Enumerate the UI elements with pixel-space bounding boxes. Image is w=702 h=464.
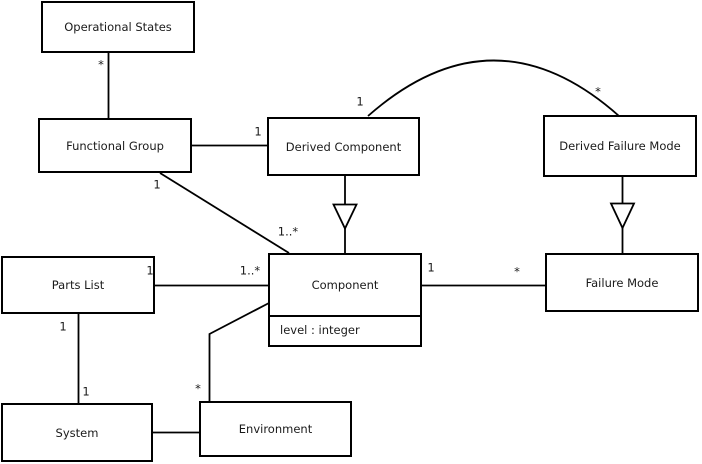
class-box-environment: Environment xyxy=(199,401,352,457)
class-name-failure-mode: Failure Mode xyxy=(585,275,659,290)
multiplicity-component-end-from-parts-list: 1..* xyxy=(239,263,261,278)
edge-component-environment xyxy=(208,302,270,401)
class-box-operational-states: Operational States xyxy=(41,1,195,53)
multiplicity-failure-mode-end: * xyxy=(514,264,520,279)
multiplicity-component-end-to-failure-mode: 1 xyxy=(427,260,435,275)
class-box-component: Component level : integer xyxy=(268,253,422,347)
class-attribute-compartment: level : integer xyxy=(270,315,420,343)
class-box-system: System xyxy=(1,403,153,462)
class-name-functional-group: Functional Group xyxy=(66,138,164,153)
class-name-component: Component xyxy=(311,278,379,292)
multiplicity-functional-group-end: 1 xyxy=(153,177,161,192)
edge-derived-component-derived-failure-mode-arc xyxy=(367,59,620,117)
class-box-derived-failure-mode: Derived Failure Mode xyxy=(543,115,697,177)
multiplicity-arc-derived-component-end: 1 xyxy=(356,94,364,109)
multiplicity-parts-list-end: 1 xyxy=(146,263,154,278)
multiplicity-system-end: 1 xyxy=(82,384,90,399)
multiplicity-operational-states-end: * xyxy=(98,57,104,72)
multiplicity-derived-component-end: 1 xyxy=(254,124,262,139)
class-name-parts-list: Parts List xyxy=(51,278,105,292)
class-name-environment: Environment xyxy=(238,422,313,436)
class-box-failure-mode: Failure Mode xyxy=(545,253,699,312)
multiplicity-parts-list-bottom-end: 1 xyxy=(59,319,67,334)
multiplicity-arc-derived-failure-mode-end: * xyxy=(595,84,601,99)
class-name-operational-states: Operational States xyxy=(64,20,172,34)
multiplicity-component-end-from-functional-group: 1..* xyxy=(277,224,299,239)
class-name-system: System xyxy=(55,425,99,440)
generalization-arrowhead-icon-failure-mode xyxy=(609,202,636,231)
class-box-parts-list: Parts List xyxy=(1,256,155,314)
generalization-arrowhead-icon-component xyxy=(332,203,358,231)
attribute-level-integer: level : integer xyxy=(280,323,360,337)
class-name-derived-component: Derived Component xyxy=(285,139,402,154)
class-title-compartment: Component xyxy=(270,255,420,315)
class-box-functional-group: Functional Group xyxy=(38,118,192,173)
class-name-derived-failure-mode: Derived Failure Mode xyxy=(559,139,681,153)
multiplicity-environment-end: * xyxy=(195,381,201,396)
class-box-derived-component: Derived Component xyxy=(267,117,420,176)
edge-functional-group-component xyxy=(159,172,290,254)
